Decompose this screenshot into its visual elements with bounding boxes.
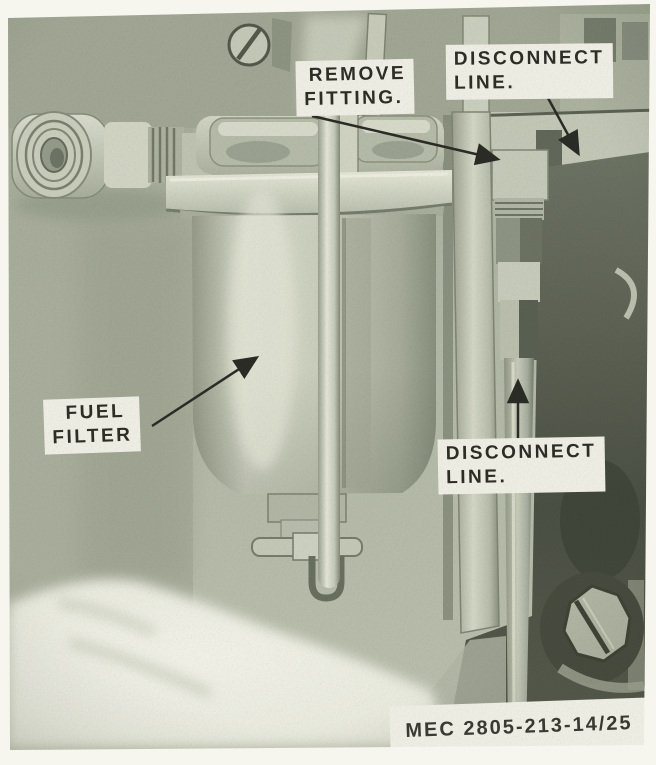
figure-caption-text: MEC 2805-213-14/25 (405, 711, 633, 742)
callout-line: FILTER (52, 424, 133, 449)
callout-fuel-filter: FUEL FILTER (43, 396, 142, 455)
callout-line: FITTING. (304, 86, 404, 111)
callout-line: REMOVE (308, 62, 407, 86)
callout-line: FUEL (65, 400, 126, 424)
callout-disconnect-line-bottom: DISCONNECT LINE. (437, 436, 606, 495)
callout-line: DISCONNECT (445, 440, 597, 465)
callout-remove-fitting: REMOVE FITTING. (295, 58, 415, 117)
callout-line: LINE. (454, 72, 516, 94)
callout-disconnect-line-top: DISCONNECT LINE. (445, 43, 613, 100)
figure-caption: MEC 2805-213-14/25 (389, 697, 649, 750)
callout-line: DISCONNECT (453, 47, 605, 70)
callout-line: LINE. (446, 466, 508, 489)
